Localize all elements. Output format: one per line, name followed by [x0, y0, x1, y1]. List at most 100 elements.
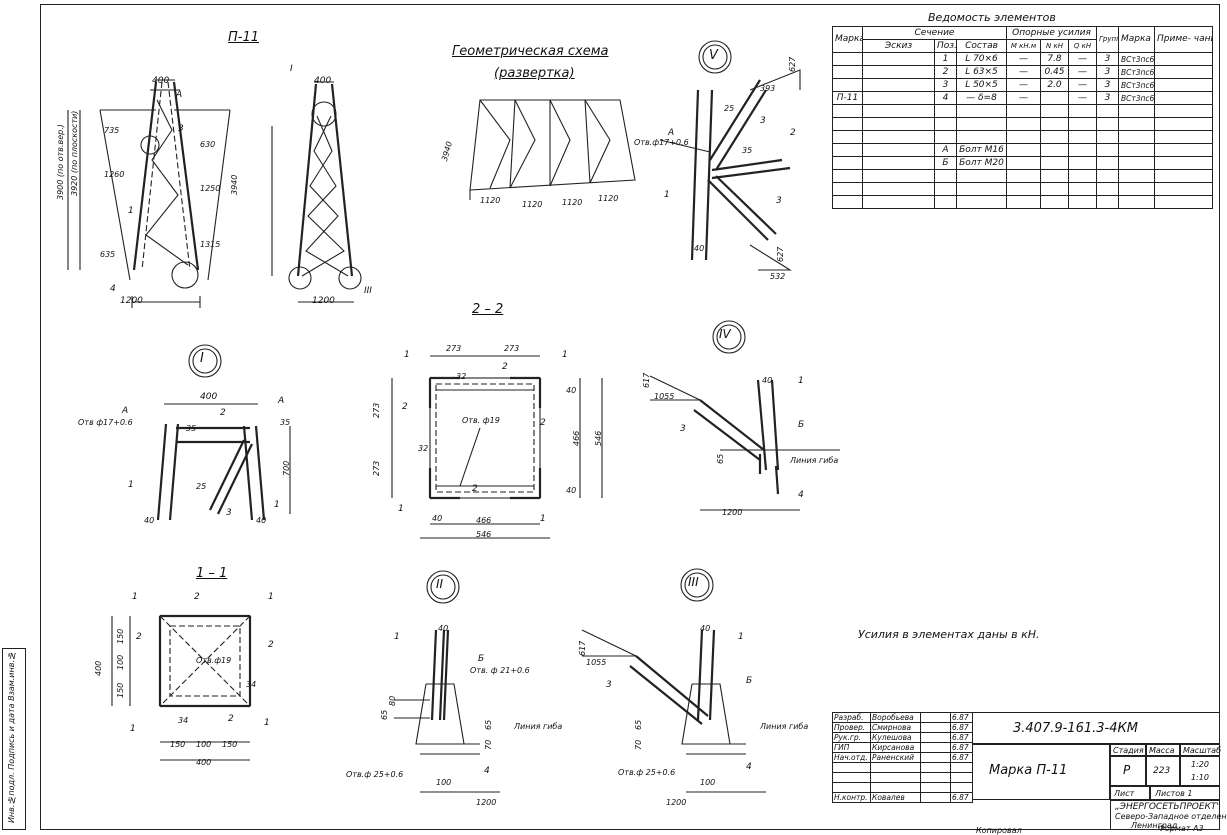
tb-stage-cell: Р: [1110, 756, 1146, 786]
s22-hole-label: Отв. ф19: [462, 416, 500, 425]
p11-mark-a: А: [176, 90, 183, 100]
nodeII-hole-top: Отв. ф 21+0.6: [470, 666, 530, 675]
cell-sketch: [862, 195, 935, 209]
cell-steel: [1118, 130, 1155, 144]
cell-note: [1154, 195, 1213, 209]
cell-sketch: [862, 182, 935, 196]
cell-composition: [956, 117, 1007, 131]
node-II-drawing: [394, 629, 500, 793]
p11-dim-1250: 1250: [200, 184, 221, 193]
cell-n: [1040, 104, 1069, 118]
s22-dim-273b: 273: [504, 344, 520, 353]
nodeII-dim-65a: 65: [380, 709, 389, 720]
side-stamp-strip: Инв.№подл. Подпись и дата Взам.инв.№: [2, 648, 26, 830]
cell-group: [1096, 182, 1119, 196]
nodeIV-mark-b: Б: [798, 420, 805, 430]
tb-empty-cell: [870, 782, 921, 793]
tb-role: Провер.: [832, 722, 871, 733]
nodeV-dim-393: 393: [760, 84, 776, 93]
drawing-frame: [40, 4, 1220, 830]
tb-org-cell: „ЭНЕРГОСЕТЬПРОЕКТ" Северо-Западное отдел…: [1110, 800, 1227, 830]
nodeV-mark-3b: 3: [776, 196, 782, 206]
cell-m: —: [1006, 65, 1041, 79]
cell-sketch: [862, 78, 935, 92]
cell-m: —: [1006, 52, 1041, 66]
side-node-I-label: I: [290, 64, 293, 74]
side-stamp-text: Инв.№подл. Подпись и дата Взам.инв.№: [7, 650, 16, 823]
p11-mark-1: 1: [128, 206, 134, 216]
cell-sketch: [862, 143, 935, 157]
nodeI-mark-3: 3: [226, 508, 232, 518]
tb-empty-cell: [870, 772, 921, 783]
node-IV-badge: [712, 320, 746, 354]
nodeV-dim-627b: 627: [776, 246, 785, 262]
th-composition: Состав: [956, 39, 1007, 53]
geom-subtitle: (развертка): [494, 66, 575, 81]
s22-dim-466: 466: [476, 516, 492, 525]
table-row: [832, 130, 1213, 144]
nodeIV-mark-3: 3: [680, 424, 686, 434]
tb-signature: [920, 752, 951, 763]
cell-sketch: [862, 65, 935, 79]
s22-mark-1a: 1: [404, 350, 410, 360]
s11-mark-1c: 1: [130, 724, 136, 734]
s22-mark-2d: 2: [472, 484, 478, 494]
title-block-empty-row: [832, 772, 973, 783]
cell-group: [1096, 195, 1119, 209]
s22-mark-1b: 1: [562, 350, 568, 360]
tb-scale-1: 1:20: [1191, 760, 1209, 769]
nodeIII-mark-3: 3: [606, 680, 612, 690]
tb-sheet-cell: Лист: [1110, 786, 1150, 800]
p11-dim-630: 630: [200, 140, 216, 149]
s22-dim-273a: 273: [446, 344, 462, 353]
section-2-2-title: 2 – 2: [472, 302, 504, 317]
s22-dim-546: 546: [476, 530, 492, 539]
th-q: Q кН: [1068, 39, 1097, 53]
th-m: М кН.м: [1006, 39, 1041, 53]
tb-scale-cell: 1:20 1:10: [1180, 756, 1220, 786]
nodeV-mark-3a: 3: [760, 116, 766, 126]
tb-role: Нач.отд.: [832, 752, 871, 763]
th-group: Группа констр.: [1096, 26, 1119, 53]
tb-role: Разраб.: [832, 712, 871, 723]
s11-mark-1a: 1: [132, 592, 138, 602]
nodeII-mark-4: 4: [484, 766, 490, 776]
node-III-badge: [680, 568, 714, 602]
cell-pos: Б: [934, 156, 957, 170]
s11-dim-100h: 100: [196, 740, 212, 749]
nodeIV-dim-1200: 1200: [722, 508, 743, 517]
s22-mark-1c: 1: [398, 504, 404, 514]
nodeV-dim-532: 532: [770, 272, 786, 281]
node-V-label: V: [709, 48, 718, 63]
cell-m: [1006, 195, 1041, 209]
s22-dim-273d: 273: [372, 460, 381, 476]
cell-group: [1096, 156, 1119, 170]
cell-group: 3: [1096, 91, 1119, 105]
p11-dim-side: 3940: [230, 174, 239, 195]
cell-composition: [956, 182, 1007, 196]
tb-name: Кулешова: [870, 732, 921, 743]
tb-title-cell: Марка П-11: [972, 744, 1110, 800]
cell-mark: П-11: [832, 91, 863, 105]
th-mark: Марка: [832, 26, 863, 53]
cell-q: —: [1068, 65, 1097, 79]
cell-q: [1068, 130, 1097, 144]
cell-group: [1096, 130, 1119, 144]
p11-mark-4: 4: [110, 284, 116, 294]
cell-m: [1006, 169, 1041, 183]
cell-sketch: [862, 91, 935, 105]
cell-mark: [832, 195, 863, 209]
cell-pos: [934, 117, 957, 131]
nodeV-dim-627a: 627: [788, 56, 797, 72]
s11-mark-2b: 2: [136, 632, 142, 642]
cell-m: [1006, 117, 1041, 131]
nodeIV-dim-40: 40: [762, 376, 773, 385]
cell-n: [1040, 143, 1069, 157]
nodeI-dim-40b: 40: [256, 516, 267, 525]
table-row: [832, 169, 1213, 183]
